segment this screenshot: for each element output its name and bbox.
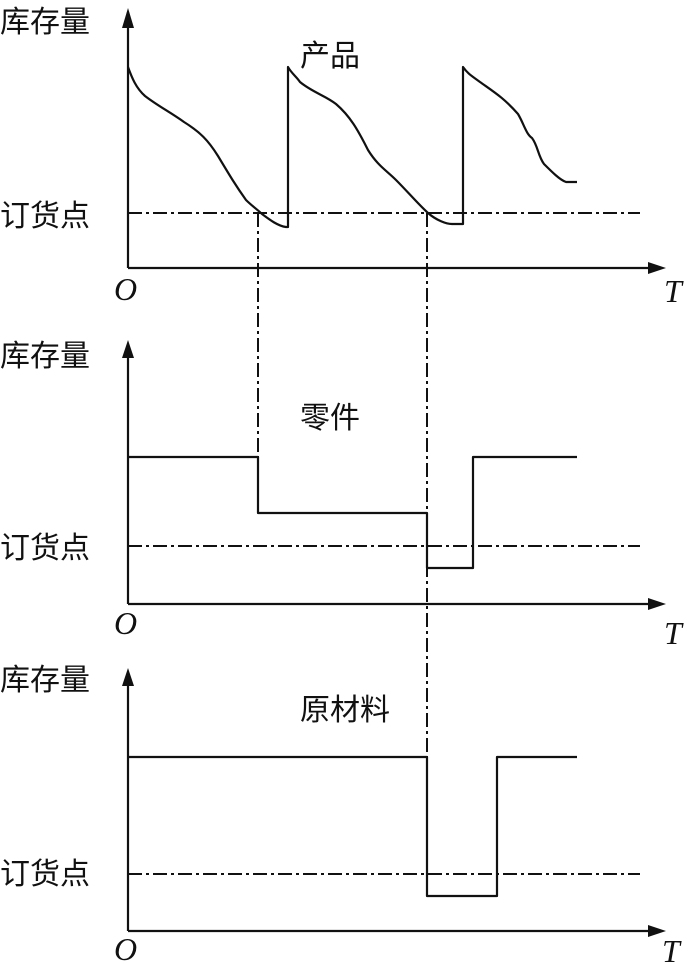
panel-raw-material: 库存量 原材料 订货点 O T [0,663,682,964]
panel-title: 产品 [300,39,360,74]
x-axis-arrow-icon [648,598,666,610]
origin-label: O [114,605,137,641]
x-axis-label: T [664,273,684,309]
x-axis-arrow-icon [648,925,666,937]
raw-material-inventory-curve [128,755,577,898]
reorder-point-label: 订货点 [0,531,90,566]
y-axis-label: 库存量 [0,663,90,698]
x-axis-arrow-icon [648,262,666,274]
y-axis-label: 库存量 [0,339,90,374]
panel-title: 原材料 [300,693,390,728]
y-axis-label: 库存量 [0,5,90,40]
y-axis-arrow-icon [122,668,134,686]
y-axis-arrow-icon [122,8,134,28]
product-inventory-curve [126,65,577,229]
y-axis-arrow-icon [122,340,134,358]
panel-part: 库存量 零件 订货点 O T [0,339,684,651]
origin-label: O [114,271,137,307]
part-inventory-curve [128,455,577,570]
reorder-point-label: 订货点 [0,199,90,234]
reorder-point-label: 订货点 [0,857,90,892]
origin-label: O [114,931,137,964]
x-axis-label: T [662,933,682,964]
panel-product: 库存量 产品 订货点 O T [0,5,684,309]
panel-title: 零件 [300,401,360,436]
x-axis-label: T [664,615,684,651]
